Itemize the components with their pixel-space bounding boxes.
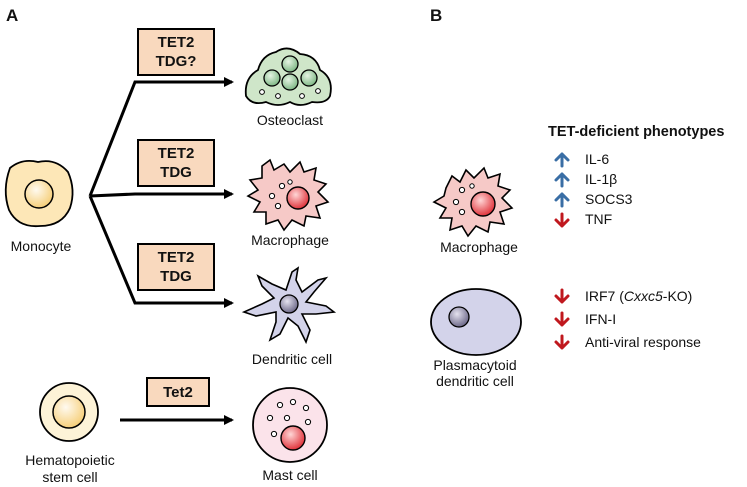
pdc-cell-icon bbox=[430, 288, 522, 356]
dendritic-label: Dendritic cell bbox=[251, 351, 333, 367]
phenotypes-title: TET-deficient phenotypes bbox=[548, 124, 725, 140]
box-line: TET2 bbox=[157, 145, 195, 162]
box-dendritic: TET2 TDG bbox=[137, 243, 215, 291]
box-line: TET2 bbox=[157, 34, 195, 51]
mast-cell-icon bbox=[252, 387, 328, 463]
panel-b-macrophage-icon bbox=[432, 166, 514, 238]
box-mast: Tet2 bbox=[146, 377, 210, 407]
dendritic-cell-icon bbox=[241, 266, 337, 345]
monocyte-cell-icon bbox=[4, 159, 74, 228]
box-macrophage: TET2 TDG bbox=[137, 139, 215, 187]
hsc-label-line2: stem cell bbox=[42, 469, 98, 485]
pdc-label-line2: dendritic cell bbox=[436, 373, 514, 389]
phenotype-irf7: IRF7 (Cxxc5-KO) bbox=[585, 288, 692, 305]
hsc-cell-icon bbox=[39, 382, 99, 442]
phenotype-antiviral: Anti-viral response bbox=[585, 334, 701, 350]
irf7-gene: Cxxc5 bbox=[623, 288, 663, 304]
down-arrow-icon bbox=[554, 288, 570, 304]
arrow-to-dendritic bbox=[88, 195, 234, 308]
monocyte-label: Monocyte bbox=[10, 238, 72, 254]
up-arrow-icon bbox=[554, 192, 570, 208]
irf7-post: -KO) bbox=[662, 288, 693, 304]
phenotype-tnf: TNF bbox=[585, 211, 613, 227]
hsc-label-line1: Hematopoietic bbox=[25, 452, 115, 468]
phenotype-il6: IL-6 bbox=[585, 151, 610, 167]
osteoclast-label: Osteoclast bbox=[256, 112, 324, 128]
macrophage-cell-icon bbox=[246, 158, 330, 232]
mast-label: Mast cell bbox=[262, 467, 318, 483]
box-line: TDG bbox=[160, 164, 192, 181]
panel-b-macrophage-label: Macrophage bbox=[440, 239, 518, 255]
phenotype-socs3: SOCS3 bbox=[585, 191, 633, 207]
arrow-to-macrophage bbox=[89, 189, 234, 199]
macrophage-label: Macrophage bbox=[251, 232, 329, 248]
box-line: TET2 bbox=[157, 249, 195, 266]
down-arrow-icon bbox=[554, 212, 570, 228]
osteoclast-cell-icon bbox=[244, 47, 332, 106]
arrow-to-osteoclast bbox=[88, 77, 234, 197]
phenotype-il1b: IL-1β bbox=[585, 171, 618, 187]
down-arrow-icon bbox=[554, 334, 570, 350]
branch-arrows bbox=[88, 77, 234, 425]
up-arrow-icon bbox=[554, 172, 570, 188]
panel-a-label: A bbox=[6, 6, 19, 25]
pdc-label-line1: Plasmacytoid bbox=[433, 357, 517, 373]
phenotype-ifn: IFN-I bbox=[585, 311, 617, 327]
box-line: Tet2 bbox=[163, 383, 193, 401]
panel-b-label: B bbox=[430, 6, 443, 25]
box-line: TDG bbox=[160, 268, 192, 285]
box-osteoclast: TET2 TDG? bbox=[137, 28, 215, 76]
down-arrow-icon bbox=[554, 311, 570, 327]
up-arrow-icon bbox=[554, 152, 570, 168]
irf7-pre: IRF7 ( bbox=[585, 288, 624, 304]
box-line: TDG? bbox=[155, 53, 197, 70]
phenotype-arrows bbox=[554, 152, 570, 350]
